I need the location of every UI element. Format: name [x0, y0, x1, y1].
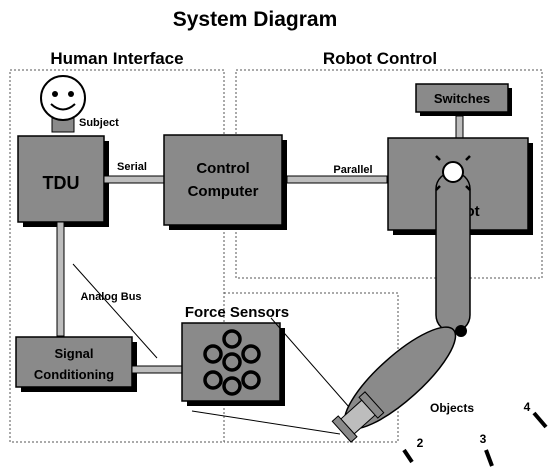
control-computer-label-line1: Control [196, 160, 249, 177]
robot-control-title: Robot Control [323, 49, 437, 68]
switches-block: Switches [415, 83, 512, 116]
object-4: 4 [524, 400, 548, 429]
parallel-label: Parallel [333, 164, 372, 176]
objects-label: Objects [430, 401, 474, 415]
analog-bus-label: Analog Bus [80, 291, 141, 303]
sensor-pointer-bottom [191, 410, 341, 435]
parallel-link [286, 175, 388, 184]
switches-label: Switches [434, 91, 490, 106]
serial-link [103, 175, 165, 184]
force-sensors-title: Force Sensors [185, 304, 289, 321]
force-sensors-block [181, 322, 285, 406]
serial-label: Serial [117, 161, 147, 173]
signal-label-line1: Signal [54, 346, 93, 361]
signal-label-line2: Conditioning [34, 367, 114, 382]
subject-label: Subject [79, 117, 119, 129]
signal-conditioning-block: Signal Conditioning [15, 336, 137, 392]
object-2: 2 [402, 436, 424, 464]
switches-link [455, 115, 464, 139]
gripper-icon [331, 391, 385, 443]
object-3-label: 3 [480, 432, 487, 446]
control-computer-label-line2: Computer [188, 183, 259, 200]
tdu-label: TDU [43, 173, 80, 193]
object-2-label: 2 [417, 436, 424, 450]
analog-bus-pointer [72, 263, 158, 359]
subject-icon [40, 75, 86, 133]
sensor-link [131, 365, 183, 374]
sensor-pointer-top [270, 317, 350, 408]
object-3: 3 [480, 432, 494, 467]
human-interface-region [9, 69, 225, 443]
diagram-title: System Diagram [173, 8, 338, 31]
tdu-block: TDU [17, 135, 109, 227]
object-4-label: 4 [524, 400, 531, 414]
analog-bus-link [56, 221, 65, 337]
control-computer-block: Control Computer [163, 134, 287, 230]
human-interface-title: Human Interface [50, 49, 183, 68]
